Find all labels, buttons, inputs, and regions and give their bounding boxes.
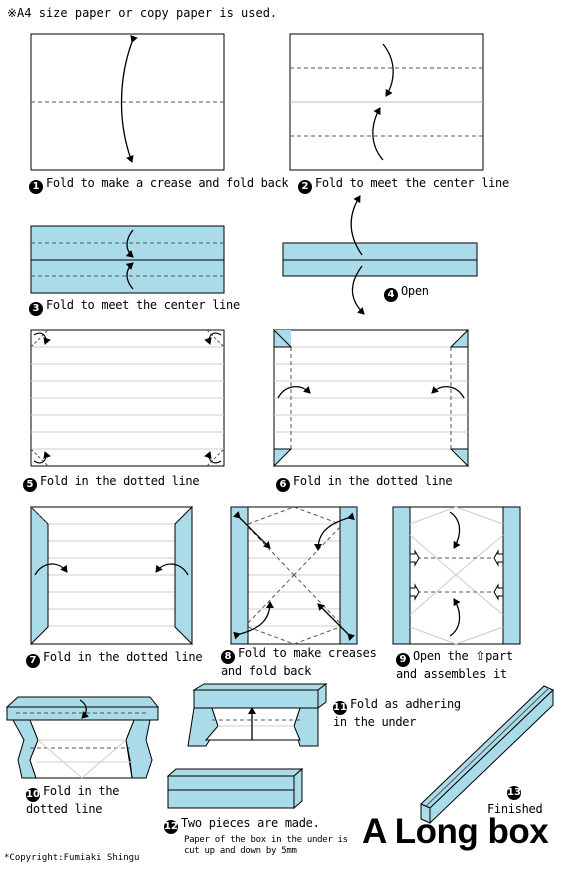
step-number: 6 (276, 478, 290, 492)
header-note: ※A4 size paper or copy paper is used. (7, 6, 278, 20)
step-number: 3 (29, 302, 43, 316)
step12-note: Paper of the box in the under is cut up … (184, 835, 348, 856)
step1-figure (30, 33, 225, 171)
step-number: 12 (164, 820, 178, 834)
step-number: 11 (333, 701, 347, 715)
step-number: 2 (298, 180, 312, 194)
step-text: Fold in the dotted line (26, 784, 120, 816)
step-text: Open (401, 284, 429, 298)
step-text: Fold in the dotted line (43, 650, 203, 664)
step-number: 7 (26, 654, 40, 668)
step9-figure (392, 506, 521, 645)
step-number: 9 (396, 653, 410, 667)
step4-figure (282, 195, 478, 315)
up-arrow-icon: ⇧ (475, 649, 486, 663)
step-text: Fold to make a crease and fold back (46, 176, 289, 190)
step-number: 10 (26, 788, 40, 802)
step-text-before: Open the (413, 649, 469, 663)
step-text: Fold to meet the center line (315, 176, 509, 190)
step-number: 13 (507, 786, 521, 800)
step-text: Fold to meet the center line (46, 298, 240, 312)
step-text-after: part and assembles it (396, 649, 513, 681)
step-text: Finished (487, 802, 543, 816)
step10-figure (5, 696, 160, 779)
step-number: 8 (221, 650, 235, 664)
step13-figure (420, 685, 554, 825)
step-number: 1 (29, 180, 43, 194)
step3-figure (30, 225, 225, 294)
step-text: Fold in the dotted line (293, 474, 453, 488)
page-title: A Long box (362, 812, 549, 851)
step-number: 5 (23, 478, 37, 492)
step-text: Fold as adhering in the under (333, 697, 461, 729)
step6-figure (273, 328, 469, 468)
step-number: 4 (384, 288, 398, 302)
step7-figure (30, 505, 193, 646)
step2-figure (289, 33, 484, 171)
step5-figure (30, 329, 225, 467)
step8-figure (230, 506, 358, 645)
step-text: Fold in the dotted line (40, 474, 200, 488)
step-text: Fold to make creases and fold back (221, 646, 377, 678)
step11-figure (187, 683, 328, 747)
copyright: *Copyright:Fumiaki Shingu (4, 853, 140, 863)
step-text: Two pieces are made. (181, 816, 320, 830)
step12-figure (166, 767, 304, 810)
